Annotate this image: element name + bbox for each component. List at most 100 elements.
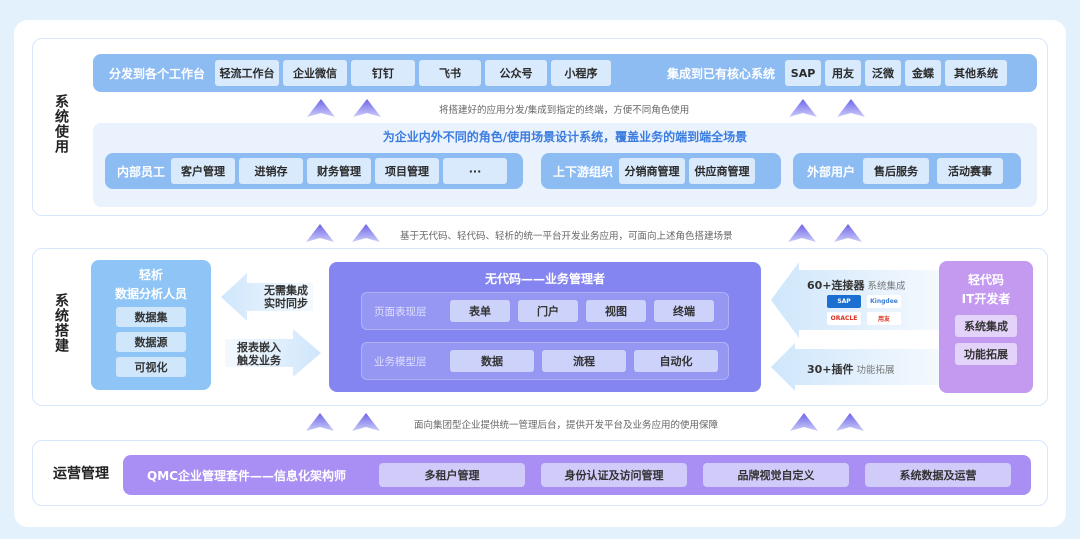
up-arrow-icon xyxy=(352,224,380,242)
chip-inventory: 进销存 xyxy=(239,158,304,184)
chip-view: 视图 xyxy=(586,300,646,322)
up-arrow-icon xyxy=(836,413,864,431)
up-arrow-icon xyxy=(788,224,816,242)
page-layer: 页面表现层 表单 门户 视图 终端 xyxy=(361,292,729,330)
analyst-card: 轻析 数据分析人员 数据集 数据源 可视化 xyxy=(91,260,211,390)
up-arrow-icon xyxy=(306,413,334,431)
chip-events: 活动赛事 xyxy=(937,158,1004,184)
plugins-sub: 功能拓展 xyxy=(856,365,895,376)
chip-project-mgmt: 项目管理 xyxy=(375,158,440,184)
yonyou-logo: 用友 xyxy=(867,312,901,325)
section-label-ops: 运营管理 xyxy=(53,466,109,482)
chip-weaver: 泛微 xyxy=(865,60,902,86)
embed-line-2: 触发业务 xyxy=(237,354,281,367)
chip-terminal: 终端 xyxy=(654,300,714,322)
nocode-card: 无代码——业务管理者 页面表现层 表单 门户 视图 终端 业务模型层 数据 流程… xyxy=(329,262,761,392)
scenario-title: 为企业内外不同的角色/使用场景设计系统，覆盖业务的端到端全场景 xyxy=(382,130,748,144)
section-system-use: 系统使用 分发到各个工作台 轻流工作台 企业微信 钉钉 飞书 公众号 小程序 集… xyxy=(32,38,1048,216)
page-layer-label: 页面表现层 xyxy=(374,305,427,318)
distribute-note: 将搭建好的应用分发/集成到指定的终端，方便不同角色使用 xyxy=(439,105,690,116)
chip-dingtalk: 钉钉 xyxy=(351,60,416,86)
chip-sap: SAP xyxy=(785,60,822,86)
sap-logo: SAP xyxy=(827,295,861,308)
nocode-title: 无代码——业务管理者 xyxy=(484,272,605,286)
distribute-bar: 分发到各个工作台 轻流工作台 企业微信 钉钉 飞书 公众号 小程序 xyxy=(93,54,669,92)
up-arrow-icon xyxy=(837,99,865,117)
chip-multi-tenant: 多租户管理 xyxy=(379,463,525,487)
plugins-arrow-icon xyxy=(771,343,939,391)
up-arrow-icon xyxy=(789,99,817,117)
up-arrow-icon xyxy=(834,224,862,242)
chip-form: 表单 xyxy=(450,300,510,322)
ops-bar: QMC企业管理套件——信息化架构师 多租户管理 身份认证及访问管理 品牌视觉自定… xyxy=(123,455,1031,495)
chip-mini-program: 小程序 xyxy=(551,60,612,86)
chip-dataset: 数据集 xyxy=(116,307,186,327)
chip-official-account: 公众号 xyxy=(485,60,548,86)
lowcode-title: 轻代码 xyxy=(967,273,1004,287)
distribute-title: 分发到各个工作台 xyxy=(109,66,206,81)
embed-arrow-text: 报表嵌入 触发业务 xyxy=(237,341,281,367)
chip-customer-mgmt: 客户管理 xyxy=(171,158,236,184)
sync-line-2: 实时同步 xyxy=(264,297,308,310)
chip-kingdee: 金蝶 xyxy=(905,60,942,86)
external-users-title: 外部用户 xyxy=(807,164,856,179)
section-system-build: 系统搭建 轻析 数据分析人员 数据集 数据源 可视化 无需集成 实时同步 报表嵌… xyxy=(32,248,1048,406)
oracle-logo: ORACLE xyxy=(827,312,861,325)
embed-line-1: 报表嵌入 xyxy=(237,341,281,354)
integrate-bar: 集成到已有核心系统 SAP 用友 泛微 金蝶 其他系统 xyxy=(651,54,1037,92)
chip-finance-mgmt: 财务管理 xyxy=(307,158,372,184)
up-arrow-icon xyxy=(307,99,335,117)
chip-feature-extension: 功能拓展 xyxy=(955,343,1017,365)
chip-system-data-ops: 系统数据及运营 xyxy=(865,463,1011,487)
chip-more: ··· xyxy=(443,158,508,184)
model-layer: 业务模型层 数据 流程 自动化 xyxy=(361,342,729,380)
chip-after-sales: 售后服务 xyxy=(863,158,930,184)
section-label-system-build: 系统搭建 xyxy=(53,293,69,353)
connector-use-build: 基于无代码、轻代码、轻析的统一平台开发业务应用，可面向上述角色搭建场景 xyxy=(0,218,1080,250)
sync-arrow-text: 无需集成 实时同步 xyxy=(264,284,308,310)
internal-users-bar: 内部员工 客户管理 进销存 财务管理 项目管理 ··· xyxy=(105,153,523,189)
scenario-box: 为企业内外不同的角色/使用场景设计系统，覆盖业务的端到端全场景 内部员工 客户管… xyxy=(93,123,1037,207)
upstream-title: 上下游组织 xyxy=(553,164,614,179)
model-layer-label: 业务模型层 xyxy=(374,355,427,368)
section-ops: 运营管理 QMC企业管理套件——信息化架构师 多租户管理 身份认证及访问管理 品… xyxy=(32,440,1048,506)
connector-build-ops: 面向集团型企业提供统一管理后台，提供开发平台及业务应用的使用保障 xyxy=(0,408,1080,440)
chip-iam: 身份认证及访问管理 xyxy=(541,463,687,487)
section-label-system-use: 系统使用 xyxy=(53,94,69,154)
upstream-bar: 上下游组织 分销商管理 供应商管理 xyxy=(541,153,781,189)
chip-automation: 自动化 xyxy=(634,350,718,372)
up-arrow-icon xyxy=(353,99,381,117)
chip-workflow: 流程 xyxy=(542,350,626,372)
kingdee-logo: Kingdee xyxy=(867,295,901,308)
chip-other-systems: 其他系统 xyxy=(945,60,1008,86)
sync-arrow-icon xyxy=(221,273,313,321)
plugins-label: 30+插件功能拓展 xyxy=(807,361,895,377)
plugins-count: 30+插件 xyxy=(807,363,854,376)
chip-portal: 门户 xyxy=(518,300,578,322)
lowcode-subtitle: IT开发者 xyxy=(961,292,1011,306)
ops-title: QMC企业管理套件——信息化架构师 xyxy=(147,468,346,483)
connectors-count: 60+连接器 xyxy=(807,279,865,292)
chip-wecom: 企业微信 xyxy=(283,60,348,86)
connectors-sub: 系统集成 xyxy=(867,281,906,292)
chip-brand-visual: 品牌视觉自定义 xyxy=(703,463,849,487)
chip-data: 数据 xyxy=(450,350,534,372)
external-users-bar: 外部用户 售后服务 活动赛事 xyxy=(793,153,1021,189)
chip-system-integration: 系统集成 xyxy=(955,315,1017,337)
chip-supplier-mgmt: 供应商管理 xyxy=(689,158,756,184)
analyst-subtitle: 数据分析人员 xyxy=(114,287,187,301)
chip-distributor-mgmt: 分销商管理 xyxy=(619,158,686,184)
integrate-title: 集成到已有核心系统 xyxy=(667,66,776,81)
up-arrow-icon xyxy=(306,224,334,242)
connectors-label: 60+连接器系统集成 xyxy=(807,277,906,293)
ops-note: 面向集团型企业提供统一管理后台，提供开发平台及业务应用的使用保障 xyxy=(414,420,719,431)
build-note: 基于无代码、轻代码、轻析的统一平台开发业务应用，可面向上述角色搭建场景 xyxy=(400,231,733,242)
lowcode-card: 轻代码 IT开发者 系统集成 功能拓展 xyxy=(939,261,1033,393)
chip-feishu: 飞书 xyxy=(419,60,482,86)
up-arrow-icon xyxy=(790,413,818,431)
sync-line-1: 无需集成 xyxy=(264,284,308,297)
internal-users-title: 内部员工 xyxy=(117,164,166,179)
embed-arrow-icon xyxy=(225,329,321,377)
chip-visualization: 可视化 xyxy=(116,357,186,377)
chip-datasource: 数据源 xyxy=(116,332,186,352)
